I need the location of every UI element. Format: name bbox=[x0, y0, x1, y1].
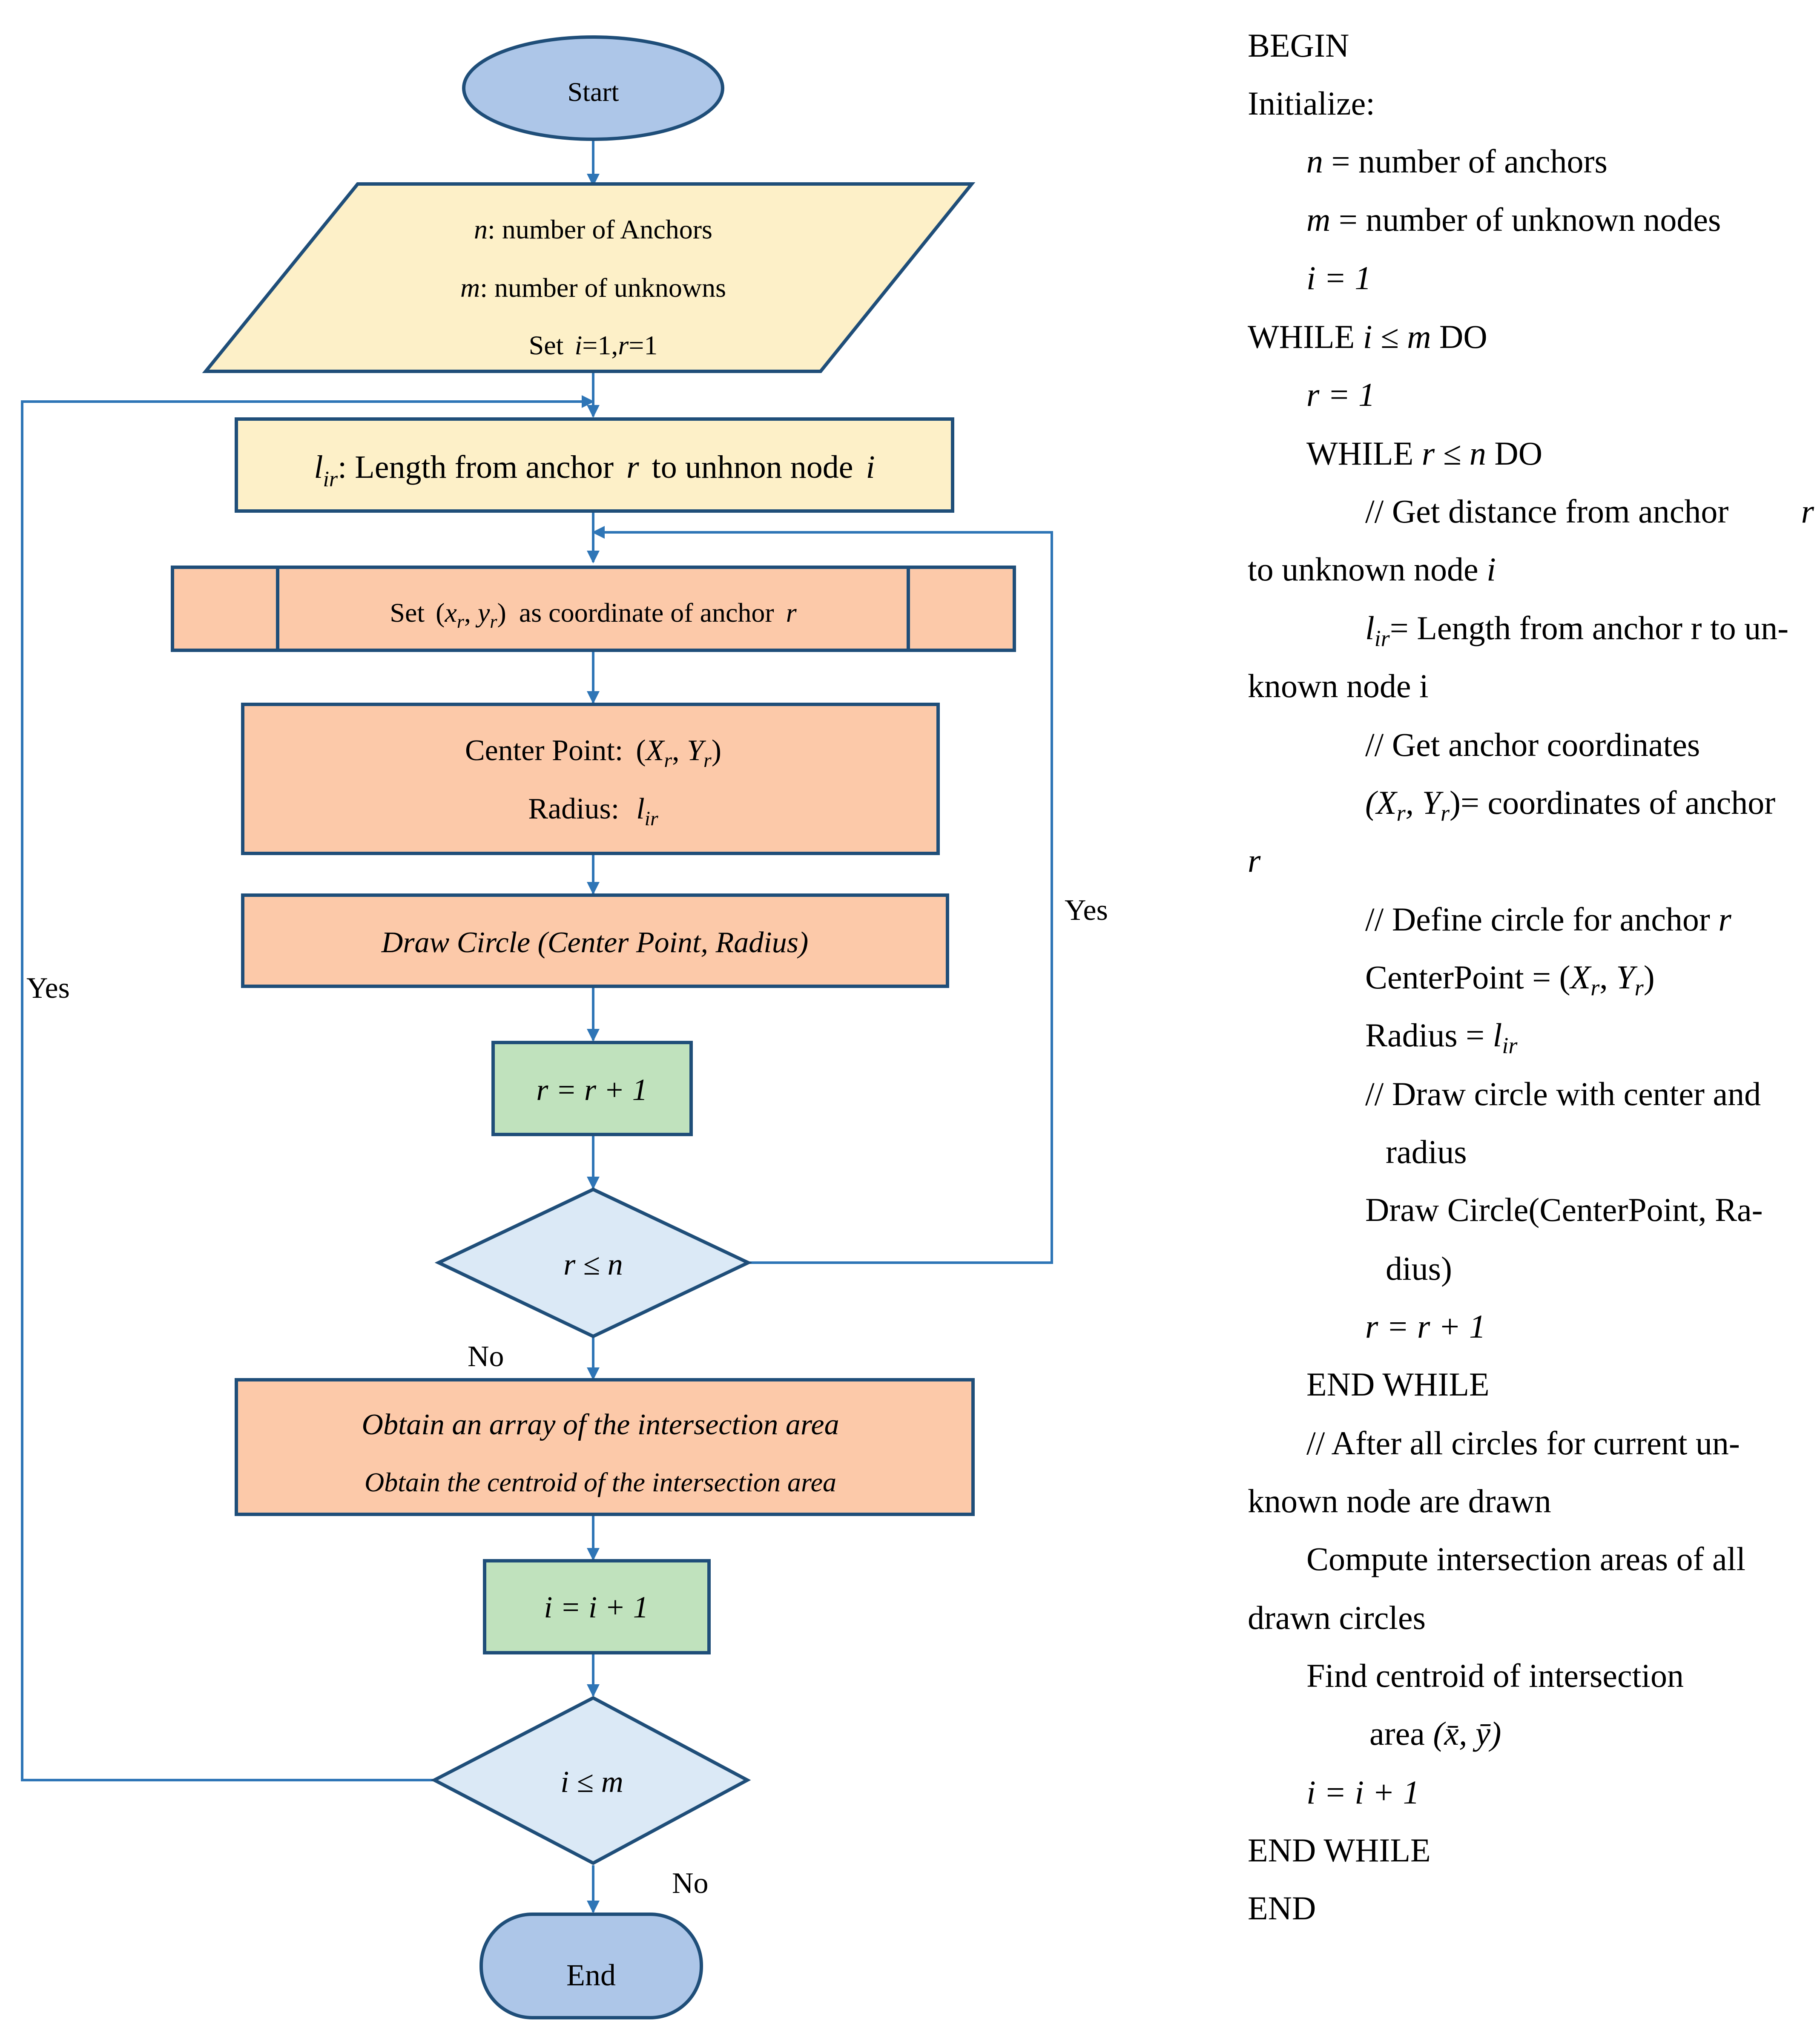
i-condition-text: i ≤ m bbox=[560, 1765, 623, 1799]
pc-length-def-cont: known node i bbox=[1248, 667, 1429, 704]
pc-comment-draw-cont: radius bbox=[1386, 1133, 1467, 1170]
connectors bbox=[21, 141, 1053, 1913]
r-condition-decision bbox=[434, 1187, 752, 1338]
pc-draw-call-cont: dius) bbox=[1386, 1250, 1452, 1287]
input-line-2: m: number of unknowns bbox=[460, 273, 726, 303]
pc-comment-after: // After all circles for current un- bbox=[1306, 1424, 1740, 1462]
yes-inner-label: Yes bbox=[1065, 894, 1108, 927]
flowchart: Start n: number of Anchors m: number of … bbox=[21, 35, 1108, 2019]
pc-r-init: r = 1 bbox=[1306, 376, 1375, 413]
draw-circle-text: Draw Circle (Center Point, Radius) bbox=[381, 926, 809, 959]
pc-comment-distance-cont: to unknown node i bbox=[1248, 551, 1496, 588]
pc-coords-def: (Xr, Yr)= coordinates of anchor bbox=[1365, 784, 1776, 826]
end-terminal bbox=[479, 1913, 703, 2019]
pc-end-while-inner: END WHILE bbox=[1306, 1366, 1490, 1403]
pc-find: Find centroid of intersection bbox=[1306, 1657, 1684, 1694]
pc-while-inner: WHILE r ≤ n DO bbox=[1306, 435, 1543, 472]
intersection-line-1: Obtain an array of the intersection area bbox=[362, 1408, 839, 1441]
i-increment-text: i = i + 1 bbox=[544, 1590, 648, 1624]
r-increment-text: r = r + 1 bbox=[536, 1073, 647, 1107]
pc-initialize: Initialize: bbox=[1248, 85, 1375, 122]
pc-centerpoint: CenterPoint = (Xr, Yr) bbox=[1365, 959, 1655, 1000]
i-condition-decision bbox=[431, 1696, 751, 1865]
pc-length-def: lir= Length from anchor r to un- bbox=[1365, 609, 1789, 651]
pc-comment-circle: // Define circle for anchor r bbox=[1365, 901, 1731, 938]
center-radius-process bbox=[241, 703, 940, 855]
loop-outer-yes bbox=[21, 395, 594, 1781]
r-condition-text: r ≤ n bbox=[563, 1247, 623, 1281]
pc-find-cont: area (x̄, ȳ) bbox=[1369, 1715, 1501, 1752]
intersection-process bbox=[235, 1378, 975, 1516]
pc-comment-after-cont: known node are drawn bbox=[1248, 1482, 1551, 1519]
setcoord-process bbox=[171, 566, 1016, 652]
radius-text: Radius:lir bbox=[528, 793, 658, 830]
pc-begin: BEGIN bbox=[1248, 27, 1349, 64]
pc-while-outer: WHILE i ≤ m DO bbox=[1248, 318, 1487, 355]
i-increment-process bbox=[483, 1559, 711, 1654]
center-point-text: Center Point:(Xr, Yr) bbox=[465, 734, 721, 772]
start-label: Start bbox=[568, 77, 619, 107]
pc-comment-draw: // Draw circle with center and bbox=[1365, 1075, 1761, 1112]
pc-end-while-outer: END WHILE bbox=[1248, 1832, 1431, 1869]
start-terminal bbox=[462, 35, 724, 141]
pc-draw-call: Draw Circle(CenterPoint, Ra- bbox=[1365, 1191, 1763, 1228]
intersection-line-2: Obtain the centroid of the intersection … bbox=[365, 1467, 836, 1497]
pc-compute: Compute intersection areas of all bbox=[1306, 1540, 1745, 1577]
draw-circle-process bbox=[241, 893, 949, 988]
yes-outer-label: Yes bbox=[26, 972, 70, 1005]
no-outer-label: No bbox=[672, 1867, 709, 1900]
loop-inner-yes bbox=[592, 526, 1053, 1264]
pc-comment-coords: // Get anchor coordinates bbox=[1365, 726, 1700, 763]
pc-r-increment: r = r + 1 bbox=[1365, 1308, 1486, 1345]
length-process bbox=[235, 417, 954, 513]
end-label: End bbox=[566, 1958, 616, 1992]
input-parallelogram bbox=[202, 182, 976, 373]
pc-end: END bbox=[1248, 1890, 1316, 1927]
pc-m-def: m = number of unknown nodes bbox=[1306, 201, 1721, 238]
pc-radius: Radius = lir bbox=[1365, 1017, 1518, 1058]
r-increment-process bbox=[491, 1041, 693, 1136]
pc-coords-def-cont: r bbox=[1248, 842, 1261, 879]
pc-i-init: i = 1 bbox=[1306, 259, 1372, 296]
pc-i-increment: i = i + 1 bbox=[1306, 1774, 1420, 1811]
pc-n-def: n = number of anchors bbox=[1306, 143, 1608, 180]
input-line-1: n: number of Anchors bbox=[474, 214, 712, 244]
no-inner-label: No bbox=[468, 1340, 504, 1373]
pc-compute-cont: drawn circles bbox=[1248, 1599, 1426, 1636]
